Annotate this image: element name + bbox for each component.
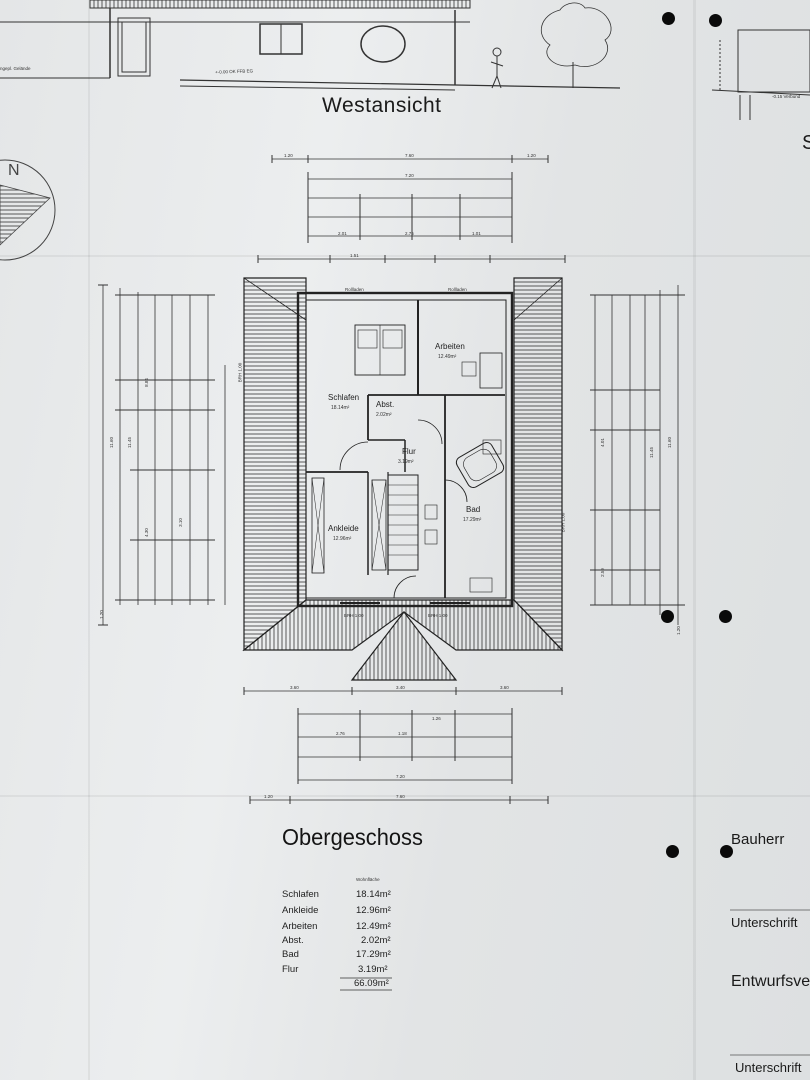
right-level-label: -0.15 Verbund [772, 94, 801, 99]
dim-bottom-6: 1.18 [398, 731, 407, 736]
dim-bottom-2: 3.40 [396, 685, 405, 690]
brh-left-label: BRH 1.00 [237, 362, 243, 383]
area-row-room: Ankleide [282, 905, 319, 916]
area-row-value: 17.29m² [356, 949, 391, 960]
sheet-fold-horizontal-2 [0, 795, 810, 797]
plan-title: Obergeschoss [282, 824, 423, 850]
area-table-header: Wohnfläche [356, 877, 380, 882]
punch-hole [720, 845, 733, 858]
dim-left-3: 8.84 [143, 378, 149, 387]
area-row-value: 18.14m² [356, 889, 391, 900]
left-dimension-chains [98, 284, 226, 626]
sheet-fold-horizontal-1 [0, 255, 810, 257]
room-area-schlafen: 18.14m² [331, 405, 350, 411]
unterschrift-label-1: Unterschrift [731, 915, 798, 930]
brh-right-label: BRH 1.00 [560, 512, 566, 533]
dim-bottom-8: 7.60 [396, 794, 405, 799]
compass-north-letter: N [8, 162, 20, 179]
dim-right-2: 11.45 [648, 447, 654, 458]
dim-top-6: 1.51 [350, 253, 359, 258]
dim-top-7: 2.76 [405, 231, 414, 236]
room-label-flur: Flur [402, 447, 416, 456]
area-row-room: Flur [282, 964, 299, 975]
dim-bottom-5: 2.76 [336, 731, 345, 736]
entwurfsverfasser-label: Entwurfsverf [731, 973, 810, 990]
dim-left-2: 11.45 [126, 437, 132, 448]
area-row-value: 12.96m² [356, 905, 391, 916]
bottom-dimension-chains [243, 687, 563, 804]
ground-label: ngepl. Gelände [0, 66, 31, 71]
dim-top-5: 2.01 [338, 231, 347, 236]
room-area-abst: 2.02m² [376, 412, 392, 418]
dim-top-8: 1.01 [472, 231, 481, 236]
room-area-bad: 17.29m² [463, 517, 482, 523]
elevation-drawing [0, 0, 810, 120]
signature-lines [730, 909, 810, 1056]
dim-bottom-7: 7.20 [396, 774, 405, 779]
sheet-fold-vertical-2 [693, 0, 696, 1080]
dim-left-5: 3.10 [177, 518, 183, 527]
punch-hole [709, 14, 722, 27]
bauherr-label: Bauherr [731, 831, 785, 848]
rollladen-right-label: Rollladen [448, 287, 467, 292]
dim-top-1: 1.20 [284, 153, 293, 158]
area-row-value: 12.49m² [356, 921, 391, 932]
dim-right-4: 2.59 [599, 568, 605, 577]
unterschrift-label-2: Unterschrift [735, 1060, 802, 1075]
brh-bottom-left-label: BRH 1.00 [344, 613, 364, 618]
dim-right-3: 4.01 [599, 438, 605, 447]
dim-right-5: 1.20 [675, 626, 681, 635]
top-right-letter: S [802, 132, 810, 154]
area-row-room: Arbeiten [282, 921, 318, 932]
dim-left-1: 11.60 [108, 437, 114, 448]
area-table-total: 66.09m² [354, 978, 389, 989]
dim-top-3: 1.20 [527, 153, 536, 158]
area-row-room: Bad [282, 949, 299, 960]
brh-bottom-right-label: BRH 1.00 [428, 613, 448, 618]
area-row-value: 2.02m² [361, 935, 391, 946]
dim-bottom-4: 1.26 [432, 716, 441, 721]
dim-top-4: 7.20 [405, 173, 414, 178]
room-label-bad: Bad [466, 505, 481, 514]
room-area-flur: 3.19m² [398, 459, 414, 465]
area-row-room: Abst. [282, 935, 304, 946]
punch-hole [666, 845, 679, 858]
dim-bottom-1: 3.60 [290, 685, 299, 690]
room-label-arbeiten: Arbeiten [435, 342, 465, 351]
dim-left-4: 4.30 [143, 528, 149, 537]
dim-bottom-3: 3.60 [500, 685, 509, 690]
room-label-ankleide: Ankleide [328, 524, 359, 533]
room-area-arbeiten: 12.49m² [438, 354, 457, 360]
top-dimension-chains [257, 155, 566, 263]
floor-plan [242, 277, 564, 681]
right-dimension-chains [590, 285, 685, 625]
punch-hole [661, 610, 674, 623]
dim-top-2: 7.60 [405, 153, 414, 158]
area-table-lines [340, 977, 392, 991]
dim-bottom-9: 1.20 [264, 794, 273, 799]
room-label-schlafen: Schlafen [328, 393, 360, 402]
area-row-value: 3.19m² [358, 964, 388, 975]
area-row-room: Schlafen [282, 889, 319, 900]
room-label-abst: Abst. [376, 400, 395, 409]
sheet-fold-vertical-1 [88, 0, 90, 1080]
punch-hole [719, 610, 732, 623]
elevation-title: Westansicht [322, 94, 442, 117]
dim-left-6: 1.20 [98, 610, 104, 619]
rollladen-left-label: Rollladen [345, 287, 364, 292]
punch-hole [662, 12, 675, 25]
dim-right-1: 11.60 [666, 437, 672, 448]
compass-rose [0, 159, 56, 261]
room-area-ankleide: 12.96m² [333, 536, 352, 542]
